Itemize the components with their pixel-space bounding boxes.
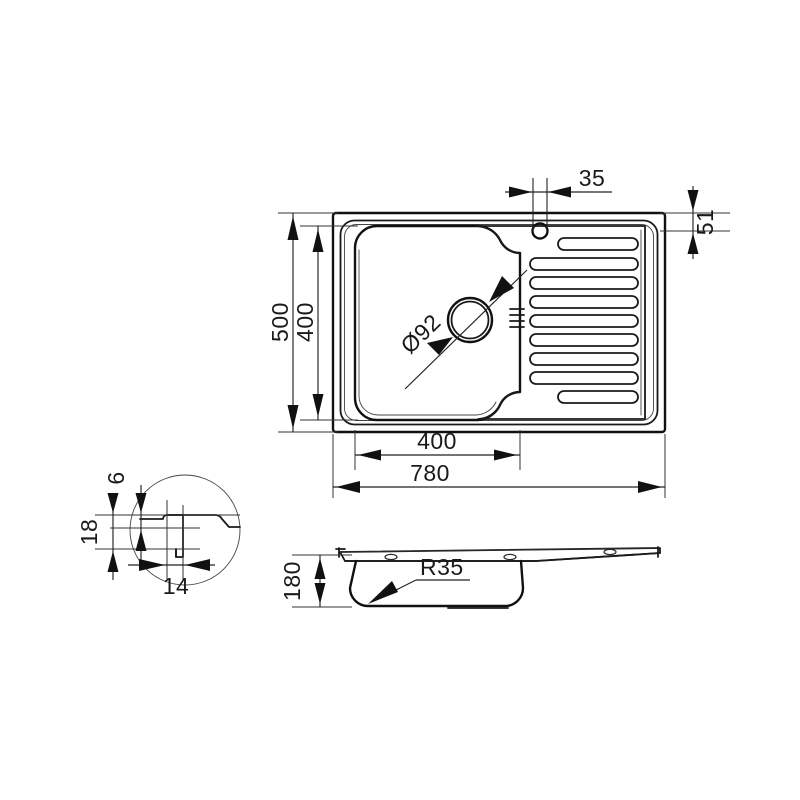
dimension-label-400-width: 400 xyxy=(417,428,457,454)
dimension-label-18: 18 xyxy=(76,519,102,546)
arrow-head xyxy=(107,551,119,572)
drainer-groove xyxy=(529,314,639,328)
dimension-label-500: 500 xyxy=(267,302,293,342)
dimension-label-400-height: 400 xyxy=(292,302,318,342)
drainer-groove xyxy=(529,371,639,385)
drainer-groove xyxy=(557,390,639,404)
rim-detail-view: 18 6 14 xyxy=(76,471,241,599)
section-rim-boss xyxy=(503,553,517,561)
dimension-label-780: 780 xyxy=(410,460,450,486)
dimension-bowl-height: 400 xyxy=(292,225,358,421)
arrow-head xyxy=(312,229,324,252)
arrow-head xyxy=(336,481,360,493)
section-rim-slope-edge xyxy=(535,552,661,562)
dimension-label-6: 6 xyxy=(103,471,129,484)
arrow-head xyxy=(287,405,299,429)
arrow-head xyxy=(314,558,326,579)
arrow-head xyxy=(368,581,398,604)
sink-outer-rim xyxy=(331,211,667,434)
drainer-groove xyxy=(529,333,639,347)
dimension-label-180: 180 xyxy=(279,561,305,601)
arrow-head xyxy=(135,530,147,551)
drainer-grooves xyxy=(529,237,639,404)
arrow-head xyxy=(135,493,147,513)
drainer-groove xyxy=(529,352,639,366)
dimension-bowl-width: 400 xyxy=(354,428,521,470)
dimension-tap-edge: 51 xyxy=(660,186,730,259)
arrow-head xyxy=(427,337,453,355)
arrow-head xyxy=(287,216,299,240)
section-rim-boss xyxy=(603,548,617,556)
arrow-head xyxy=(107,493,119,513)
drain-hole-outer xyxy=(446,296,494,344)
dimension-bowl-depth: 180 xyxy=(279,554,352,608)
arrow-head xyxy=(489,276,514,302)
drainer-groove xyxy=(529,276,639,290)
section-bowl-outline xyxy=(348,559,525,608)
drainer-groove xyxy=(529,295,639,309)
arrow-head xyxy=(548,186,571,198)
dimension-rim-step: 6 xyxy=(103,471,147,560)
arrow-head xyxy=(494,449,517,461)
sink-rim-inner-2 xyxy=(344,224,654,421)
dimension-label-51: 51 xyxy=(692,209,718,236)
arrow-head xyxy=(687,233,699,254)
arrow-head xyxy=(638,481,662,493)
arrow-head xyxy=(358,449,381,461)
drain-hole-inner xyxy=(450,300,490,340)
arrow-head xyxy=(139,559,165,571)
dimension-rim-height: 18 xyxy=(76,493,119,580)
arrow-head xyxy=(509,186,532,198)
arrow-head xyxy=(314,583,326,604)
dimension-tap-offset: 35 xyxy=(505,165,612,232)
arrow-head xyxy=(312,394,324,417)
dimension-label-r35: R35 xyxy=(420,554,464,580)
dimension-label-35: 35 xyxy=(579,165,606,191)
dimension-overall-width: 780 xyxy=(332,434,666,498)
overflow-slots xyxy=(509,308,525,328)
plan-view xyxy=(331,211,667,434)
detail-circle-boundary xyxy=(129,474,241,586)
arrow-head xyxy=(687,190,699,211)
section-view: 180 R35 xyxy=(279,546,661,609)
section-rim-top-edge xyxy=(339,547,661,553)
section-rim-boss xyxy=(384,553,398,561)
arrow-head xyxy=(185,559,210,571)
sink-rim-inner-1 xyxy=(339,219,659,426)
drainer-groove xyxy=(529,257,639,271)
dimension-overall-height: 500 xyxy=(267,212,338,433)
drainer-groove xyxy=(557,237,639,251)
dimension-rim-width: 14 xyxy=(128,559,215,599)
sink-bowl-inner-edge xyxy=(358,249,497,416)
dimension-label-14: 14 xyxy=(163,573,190,599)
drainer-board-panel xyxy=(477,225,646,420)
dimension-corner-radius: R35 xyxy=(368,554,470,604)
